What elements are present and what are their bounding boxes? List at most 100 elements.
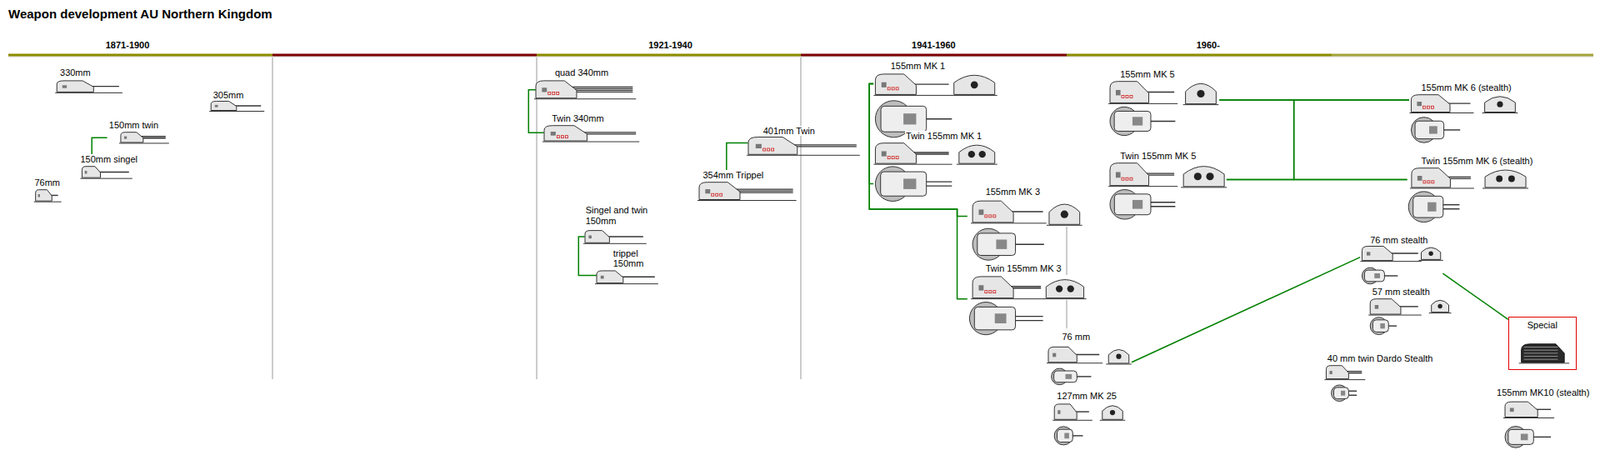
turret-group: 305mm (210, 90, 265, 113)
period-divider (1066, 226, 1068, 275)
period-bar (536, 54, 801, 57)
lineage-connector (1131, 257, 1360, 363)
turret-view (972, 228, 1045, 260)
weapon-label: 150mm singel (80, 154, 139, 165)
turret-group: 76mm (32, 177, 64, 205)
period-label: 1960- (1195, 40, 1222, 50)
turret-group: Twin 155mm MK 5 (1110, 150, 1227, 220)
turret-view (874, 142, 953, 164)
turret-view (583, 230, 647, 245)
period-bar (272, 54, 537, 57)
period-bar (800, 54, 1067, 57)
weapon-label: 155mm MK 1 (890, 60, 946, 72)
turret-group: 150mm singel (80, 154, 141, 181)
weapon-label: Special (1526, 320, 1559, 331)
weapon-label: 155mm MK 6 (stealth) (1420, 82, 1512, 94)
turret-group: Singel and twin 150mm (585, 205, 661, 245)
turret-view (1050, 368, 1091, 385)
period-bar (1331, 54, 1594, 57)
turret-view (969, 301, 1043, 335)
lineage-connector (1219, 100, 1407, 180)
turret-group: Twin 155mm MK 3 (967, 263, 1086, 336)
turret-view (34, 190, 62, 202)
turret-group: 155mm MK 1 (873, 60, 996, 140)
weapon-label: 127mm MK 25 (1055, 390, 1118, 402)
turret-view (209, 100, 265, 111)
weapon-label: 155mm MK 5 (1119, 69, 1175, 80)
turret-view (1183, 84, 1220, 105)
turret-view (1482, 170, 1529, 189)
bar-shadow (8, 56, 1594, 58)
turret-view (1099, 405, 1125, 421)
weapon-label: 150mm twin (108, 120, 160, 131)
turret-view (1518, 343, 1569, 363)
turret-view (1180, 166, 1227, 188)
weapon-label: 155mm MK 3 (985, 186, 1041, 198)
turret-view (55, 80, 124, 93)
weapon-label: 401mm Twin (762, 125, 816, 137)
turret-view (1370, 317, 1397, 335)
turret-view (1482, 96, 1519, 114)
turret-view (1046, 346, 1103, 363)
turret-view (542, 125, 640, 142)
period-divider (800, 57, 802, 380)
turret-view (970, 276, 1045, 300)
diagram-title: Weapon development AU Northern Kingdom (8, 6, 273, 21)
turret-view (956, 145, 998, 165)
turret-view (1409, 95, 1474, 114)
weapon-label: Twin 155mm MK 1 (905, 130, 983, 142)
weapon-label: 40 mm twin Dardo Stealth (1326, 353, 1435, 365)
weapon-label: 354mm Trippel (701, 170, 765, 181)
turret-view (970, 200, 1046, 224)
turret-view (1108, 81, 1178, 105)
turret-illustration (873, 60, 996, 140)
weapon-label: Twin 155mm MK 5 (1119, 150, 1197, 162)
turret-view (1110, 190, 1175, 220)
turret-view (534, 80, 636, 100)
period-label: 1921-1940 (646, 40, 695, 50)
weapon-label: Twin 340mm (550, 113, 605, 125)
weapon-label: quad 340mm (554, 67, 610, 79)
turret-group: quad 340mm (535, 67, 636, 101)
period-label: 1941-1960 (910, 40, 958, 50)
turret-view (1325, 365, 1366, 380)
turret-group: 401mm Twin (748, 125, 859, 157)
lineage-connector (726, 142, 749, 170)
turret-view (595, 270, 659, 284)
weapon-label: 57 mm stealth (1371, 286, 1431, 298)
turret-view (1503, 401, 1555, 418)
turret-group: 155mm MK 6 (stealth) (1409, 82, 1518, 144)
weapon-label: 76 mm (1060, 331, 1091, 343)
turret-view (1105, 349, 1131, 365)
weapon-label: 155mm MK10 (stealth) (1495, 387, 1590, 399)
turret-view (1419, 247, 1444, 260)
lineage-connector (1226, 100, 1410, 180)
turret-view (1362, 267, 1399, 285)
weapon-label: 76mm (33, 177, 61, 189)
lineage-connector (1442, 273, 1508, 320)
turret-view (1054, 426, 1083, 445)
turret-view (746, 136, 860, 155)
turret-view (1505, 426, 1551, 449)
turret-view (951, 75, 998, 96)
turret-group: 57 mm stealth (1369, 286, 1451, 336)
lineage-connector (869, 83, 968, 299)
turret-view (1368, 299, 1422, 315)
lineage-connector (1226, 179, 1408, 181)
turret-view (697, 182, 797, 201)
weapon-label: 305mm (212, 90, 245, 101)
turret-view (118, 132, 169, 144)
turret-view (1108, 163, 1178, 187)
turret-view (1331, 385, 1358, 402)
turret-view (1408, 191, 1460, 223)
turret-group: Twin 340mm (544, 113, 640, 144)
turret-group: 354mm Trippel (699, 170, 796, 202)
period-bar (8, 54, 273, 57)
turret-view (1110, 107, 1175, 136)
turret-view (1043, 279, 1086, 299)
turret-view (1409, 168, 1474, 189)
period-bar (1066, 54, 1332, 57)
weapon-label: 330mm (59, 67, 92, 79)
